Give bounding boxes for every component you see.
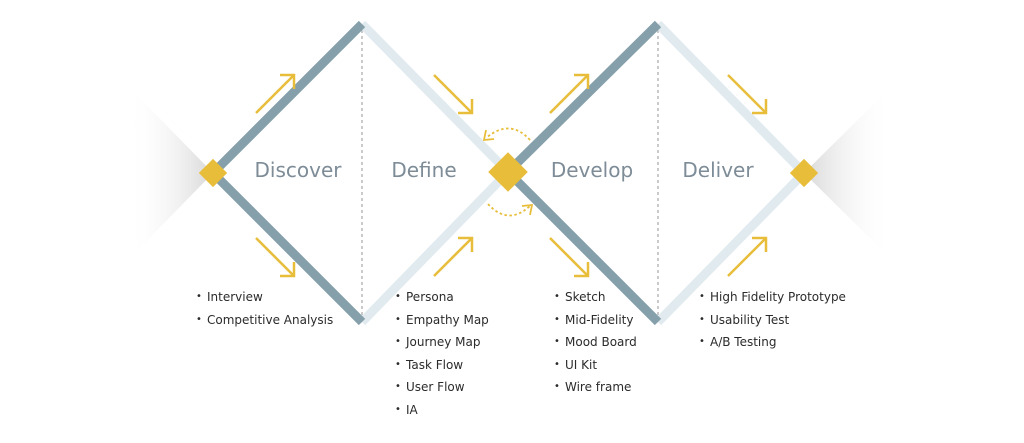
end-node xyxy=(789,158,819,188)
discover-upper-edge xyxy=(209,20,366,177)
discover-up-arrow-icon xyxy=(255,73,296,114)
list-item: Mid-Fidelity xyxy=(554,313,637,336)
list-item: Persona xyxy=(395,290,489,313)
develop-upper-edge xyxy=(504,20,662,176)
left-fade-wedge xyxy=(128,86,213,260)
list-item: IA xyxy=(395,403,489,426)
discover-lower-edge xyxy=(209,169,366,326)
list-item: High Fidelity Prototype xyxy=(699,290,846,313)
list-item: User Flow xyxy=(395,380,489,403)
phase-label-deliver: Deliver xyxy=(682,158,754,182)
list-item: A/B Testing xyxy=(699,335,846,358)
iterate-back-arrowhead-icon xyxy=(482,129,495,142)
list-item: Usability Test xyxy=(699,313,846,336)
define-up-arrow-icon xyxy=(433,236,474,277)
develop-up-arrow-icon xyxy=(549,73,590,114)
list-item: Sketch xyxy=(554,290,637,313)
list-item: Mood Board xyxy=(554,335,637,358)
develop-task-list: Sketch Mid-Fidelity Mood Board UI Kit Wi… xyxy=(554,290,637,403)
phase-label-develop: Develop xyxy=(551,158,633,182)
deliver-upper-edge xyxy=(654,20,808,177)
deliver-down-arrow-icon xyxy=(727,74,768,115)
define-upper-edge xyxy=(358,20,512,176)
deliver-task-list: High Fidelity Prototype Usability Test A… xyxy=(699,290,846,358)
list-item: Task Flow xyxy=(395,358,489,381)
develop-down-arrow-icon xyxy=(549,237,590,278)
list-item: Interview xyxy=(196,290,333,313)
list-item: Wire frame xyxy=(554,380,637,403)
right-fade-wedge xyxy=(804,86,892,260)
phase-label-discover: Discover xyxy=(255,158,343,182)
list-item: UI Kit xyxy=(554,358,637,381)
deliver-lower-edge xyxy=(654,169,808,326)
define-task-list: Persona Empathy Map Journey Map Task Flo… xyxy=(395,290,489,425)
iterate-forward-arrowhead-icon xyxy=(521,203,534,216)
define-down-arrow-icon xyxy=(433,74,474,115)
define-lower-edge xyxy=(358,168,512,326)
list-item: Journey Map xyxy=(395,335,489,358)
deliver-up-arrow-icon xyxy=(727,236,768,277)
list-item: Empathy Map xyxy=(395,313,489,336)
iterate-back-arrow-icon xyxy=(485,127,531,141)
list-item: Competitive Analysis xyxy=(196,313,333,336)
discover-down-arrow-icon xyxy=(255,237,296,278)
phase-label-define: Define xyxy=(391,158,456,182)
discover-task-list: Interview Competitive Analysis xyxy=(196,290,333,335)
center-node xyxy=(488,152,528,192)
